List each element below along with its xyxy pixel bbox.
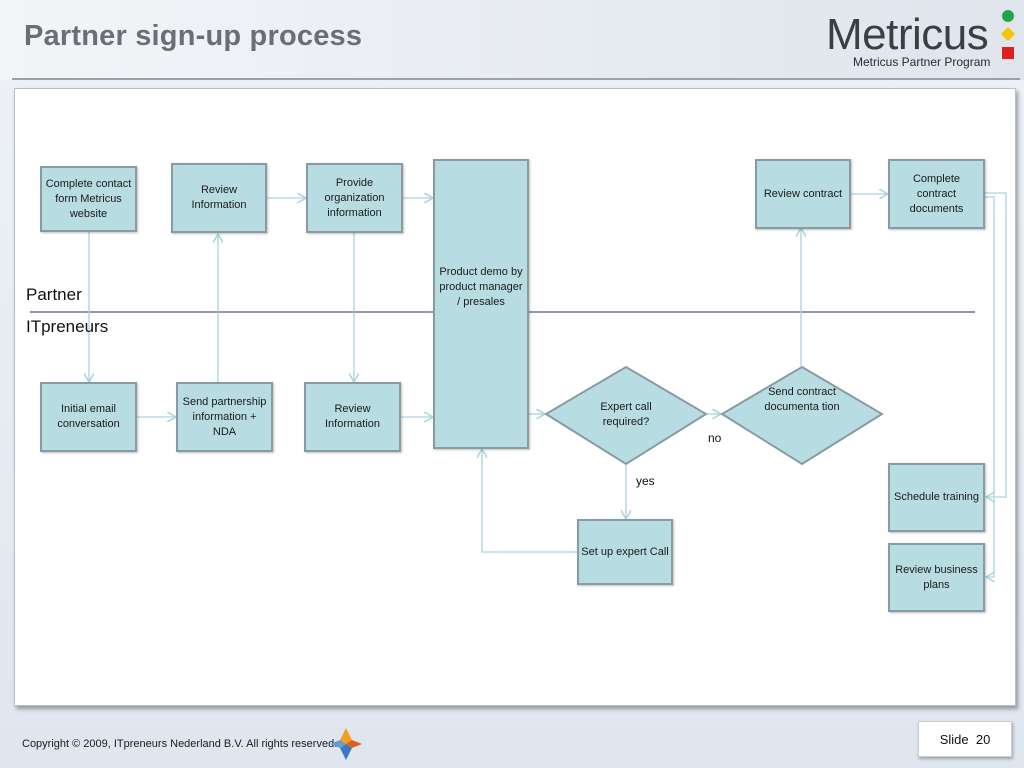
footer-copyright: Copyright © 2009, ITpreneurs Nederland B… xyxy=(22,738,338,750)
slide-number: 20 xyxy=(975,731,991,747)
lane-label-itpreneurs: ITpreneurs xyxy=(26,317,109,336)
page-title: Partner sign-up process xyxy=(24,20,363,52)
slide-label: Slide xyxy=(939,731,969,747)
logo-signal-icon xyxy=(1001,10,1015,59)
node-complete-contract-documents: Complete contract documents xyxy=(888,159,985,229)
node-review-information-partner: Review Information xyxy=(171,163,267,233)
node-send-contract-documentation: Send contract documenta tion xyxy=(764,386,840,413)
node-review-information-itpreneurs: Review Information xyxy=(304,382,401,452)
edge-label-no: no xyxy=(708,431,722,445)
node-expert-call-required: Expert call required? xyxy=(600,401,652,428)
node-review-contract: Review contract xyxy=(755,159,851,229)
node-provide-organization-information: Provide organization information xyxy=(306,163,403,233)
node-schedule-training: Schedule training xyxy=(888,463,985,532)
node-product-demo: Product demo by product manager / presal… xyxy=(433,159,529,449)
logo-subtitle: Metricus Partner Program xyxy=(853,55,991,69)
node-complete-contact-form: Complete contact form Metricus website xyxy=(40,166,137,232)
node-initial-email-conversation: Initial email conversation xyxy=(40,382,137,452)
node-set-up-expert-call: Set up expert Call xyxy=(577,519,673,585)
slide-number-box: Slide 20 xyxy=(918,721,1012,757)
slide-header xyxy=(0,0,1024,80)
edge-label-yes: yes xyxy=(636,474,655,488)
lane-label-partner: Partner xyxy=(26,285,82,304)
logo-wordmark: Metricus xyxy=(826,10,989,59)
node-send-partnership-information: Send partnership information + NDA xyxy=(176,382,273,452)
node-review-business-plans: Review business plans xyxy=(888,543,985,612)
header-divider xyxy=(12,78,1020,80)
